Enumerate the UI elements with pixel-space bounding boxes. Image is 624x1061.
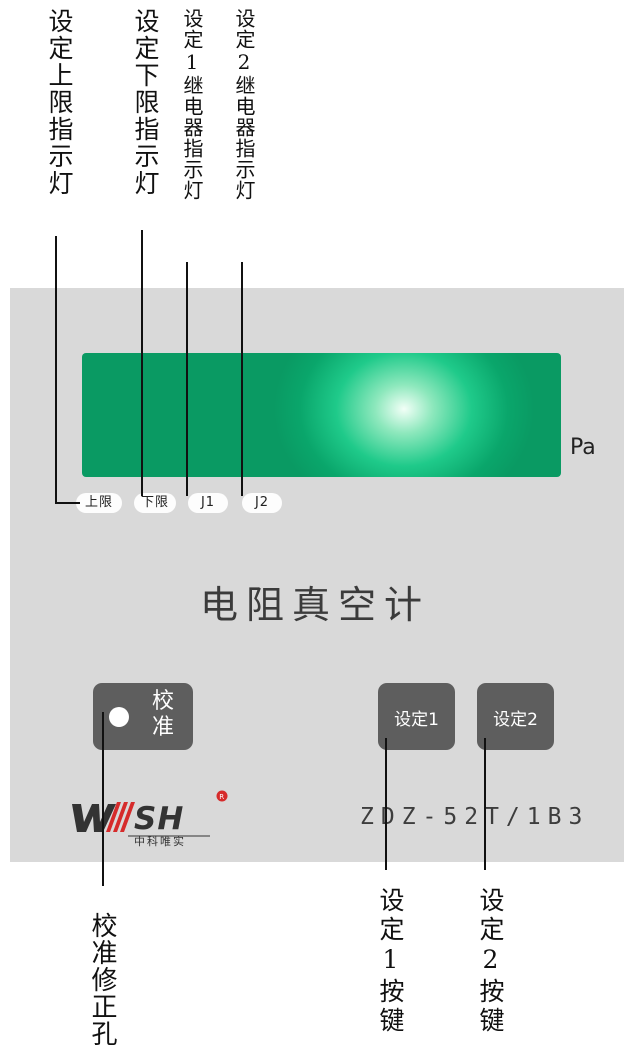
leader-line-upper-limit-hook [55, 502, 80, 504]
set1-button[interactable]: 设定1 [378, 683, 455, 750]
set2-button-label: 设定2 [493, 710, 538, 730]
callout-set1-key: 设定1按键 [376, 887, 405, 1036]
brand-logo: SH R 中科唯实 [70, 786, 240, 848]
brand-subtext: 中科唯实 [134, 835, 186, 848]
callout-set2-key: 设定2按键 [476, 887, 505, 1036]
calibrate-button[interactable]: 校准 [93, 683, 193, 750]
callout-relay1-lamp: 设定1继电器指示灯 [180, 8, 204, 201]
indicator-j2: J2 [242, 493, 282, 513]
brand-logo-graphic: SH R [72, 790, 228, 837]
leader-line-relay2 [241, 262, 243, 496]
unit-label: Pa [570, 435, 596, 460]
leader-line-set1-key [385, 738, 387, 870]
leader-line-lower-limit [141, 230, 143, 496]
callout-upper-limit-lamp: 设定上限指示灯 [45, 8, 74, 197]
indicator-j1: J1 [188, 493, 228, 513]
leader-line-upper-limit [55, 236, 57, 504]
svg-text:R: R [219, 793, 224, 801]
calibration-hole-icon [109, 707, 129, 727]
leader-line-calibration-hole [102, 712, 104, 886]
calibrate-button-label: 校准 [151, 689, 174, 740]
device-title: 电阻真空计 [200, 583, 431, 627]
indicator-lower-limit: 下限 [134, 493, 176, 513]
callout-lower-limit-lamp: 设定下限指示灯 [131, 8, 160, 197]
lcd-display [82, 353, 561, 477]
leader-line-relay1 [186, 262, 188, 496]
callout-relay2-lamp: 设定2继电器指示灯 [232, 8, 256, 201]
set2-button[interactable]: 设定2 [477, 683, 554, 750]
leader-line-set2-key [484, 738, 486, 870]
model-number: ZDZ-52T/1B3 [360, 804, 590, 830]
svg-text:SH: SH [134, 801, 184, 837]
set1-button-label: 设定1 [394, 710, 439, 730]
callout-calibration-hole: 校准修正孔 [87, 912, 117, 1047]
indicator-upper-limit: 上限 [76, 493, 122, 513]
